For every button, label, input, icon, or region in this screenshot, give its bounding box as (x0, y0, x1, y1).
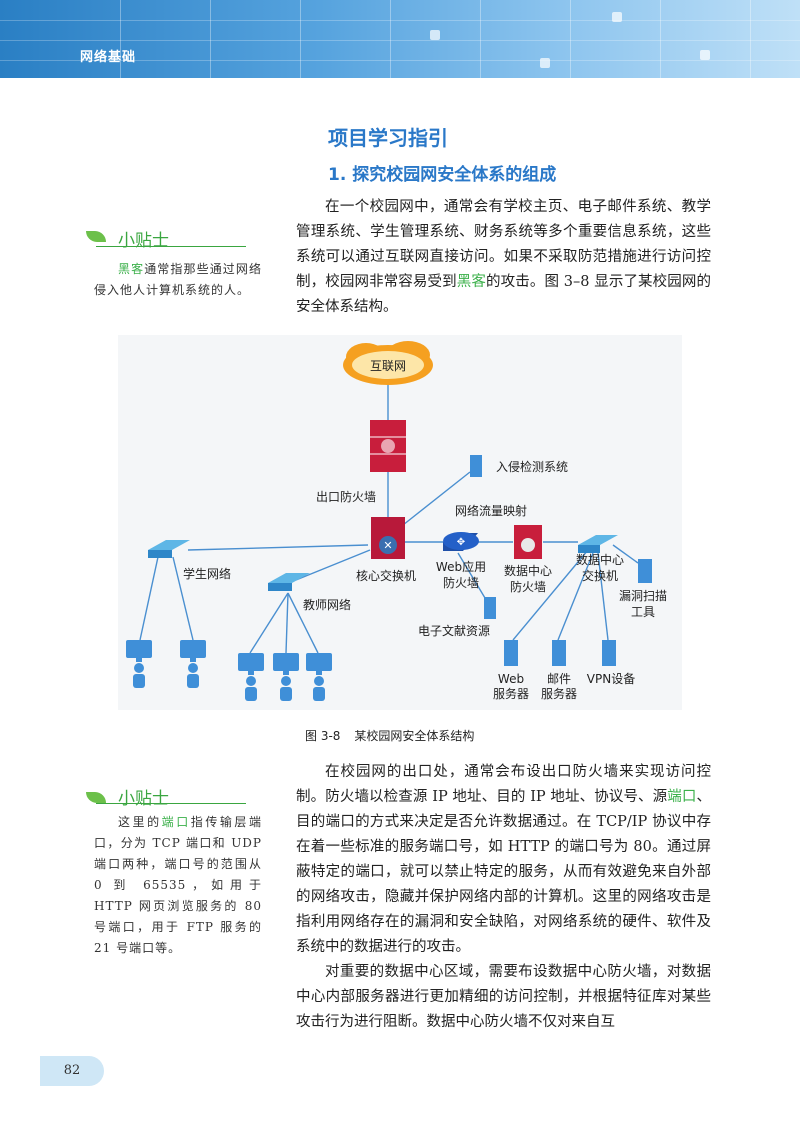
tip2-text-b: 指传输层端口，分为 TCP 端口和 UDP 端口两种，端口号的范围从 0 到 6… (94, 815, 262, 955)
label-mail-1: 邮件 (547, 672, 571, 686)
section-name: 网络基础 (80, 50, 137, 65)
ids-server-icon (470, 455, 482, 477)
tip-body-1: 通常指那些通过网络侵入他人计算机系统的人。 (94, 262, 262, 297)
para1-text-b: 的攻击。图 3–8 显示了某校园网的安全体系结构。 (296, 274, 712, 315)
label-web-2: 服务器 (493, 686, 529, 701)
svg-text:✥: ✥ (457, 537, 465, 548)
label-edoc: 电子文献资源 (418, 623, 490, 638)
label-dc-switch-1: 数据中心 (576, 552, 624, 567)
web-app-firewall-icon: ✥ (443, 532, 479, 551)
vuln-scanner-icon (638, 559, 652, 583)
caption-text: 某校园网安全体系结构 (354, 729, 475, 743)
caption-number: 图 3-8 (305, 729, 341, 743)
label-web-1: Web (498, 672, 524, 686)
leaf-icon-2 (86, 792, 106, 803)
label-dc-firewall-2: 防火墙 (510, 579, 546, 594)
keyword-hacker: 黑客 (456, 274, 486, 290)
network-diagram: 互联网 出口防火墙 入侵检测系统 网络流量映射 ✕ 核心交换机 ✥ Web应用 … (118, 335, 682, 710)
student-pc-icons (126, 640, 206, 688)
teacher-pc-icons (238, 653, 332, 701)
teacher-switch-icon (268, 573, 310, 591)
para2-text-a: 在校园网的出口处，通常会布设出口防火墙来实现访问控制。防火墙以检查源 IP 地址… (296, 764, 711, 805)
page-number: 82 (40, 1056, 104, 1086)
page-heading: 项目学习指引 (328, 126, 448, 150)
svg-text:✕: ✕ (383, 539, 392, 552)
dc-firewall-icon (514, 525, 542, 559)
tip-keyword-port: 端口 (161, 815, 191, 829)
tip-text-2: 这里的端口指传输层端口，分为 TCP 端口和 UDP 端口两种，端口号的范围从 … (94, 812, 262, 959)
web-server-icon (504, 640, 518, 666)
dc-switch-icon (578, 535, 618, 553)
label-student-network: 学生网络 (183, 566, 231, 581)
label-internet: 互联网 (370, 359, 406, 373)
label-waf-2: 防火墙 (443, 575, 479, 590)
tip-keyword-hacker: 黑客 (118, 262, 145, 276)
label-dc-firewall-1: 数据中心 (504, 563, 552, 578)
tip-divider-1 (96, 246, 246, 247)
core-switch-icon: ✕ (371, 517, 405, 559)
tip2-text-a: 这里的 (118, 815, 162, 829)
label-waf-1: Web应用 (436, 559, 486, 574)
tip-divider-2 (96, 803, 246, 804)
label-flow-mapping: 网络流量映射 (455, 503, 527, 518)
label-core-switch: 核心交换机 (356, 568, 416, 583)
mail-server-icon (552, 640, 566, 666)
leaf-icon (86, 231, 106, 242)
para3-text: 对重要的数据中心区域，需要布设数据中心防火墙，对数据中心内部服务器进行更加精细的… (296, 964, 711, 1030)
vpn-device-icon (602, 640, 616, 666)
tip-text-1: 黑客通常指那些通过网络侵入他人计算机系统的人。 (94, 259, 262, 301)
paragraph-3: 对重要的数据中心区域，需要布设数据中心防火墙，对数据中心内部服务器进行更加精细的… (296, 960, 711, 1035)
keyword-port: 端口 (667, 789, 697, 805)
paragraph-2: 在校园网的出口处，通常会布设出口防火墙来实现访问控制。防火墙以检查源 IP 地址… (296, 760, 711, 960)
header-banner (0, 0, 800, 78)
label-teacher-network: 教师网络 (303, 597, 351, 612)
student-switch-icon (148, 540, 190, 558)
figure-caption: 图 3-8 某校园网安全体系结构 (305, 727, 474, 744)
internet-cloud-icon (343, 341, 433, 385)
tip-title-2: 小贴士 (118, 789, 169, 809)
edoc-server-icon (484, 597, 496, 619)
para1-text-a: 在一个校园网中，通常会有学校主页、电子邮件系统、教学管理系统、学生管理系统、财务… (296, 199, 711, 290)
label-ids: 入侵检测系统 (496, 459, 568, 474)
para2-text-b: 、目的端口的方式来决定是否允许数据通过。在 TCP/IP 协议中存在着一些标准的… (296, 789, 712, 955)
label-exit-firewall: 出口防火墙 (316, 489, 376, 504)
subheading: 1. 探究校园网安全体系的组成 (328, 165, 557, 185)
exit-firewall-icon (370, 420, 406, 472)
label-scanner-1: 漏洞扫描 (619, 589, 667, 603)
paragraph-1: 在一个校园网中，通常会有学校主页、电子邮件系统、教学管理系统、学生管理系统、财务… (296, 195, 711, 320)
label-dc-switch-2: 交换机 (582, 568, 618, 583)
tip-title-1: 小贴士 (118, 231, 169, 251)
label-mail-2: 服务器 (541, 686, 577, 701)
label-vpn: VPN设备 (587, 672, 635, 686)
label-scanner-2: 工具 (631, 605, 655, 619)
